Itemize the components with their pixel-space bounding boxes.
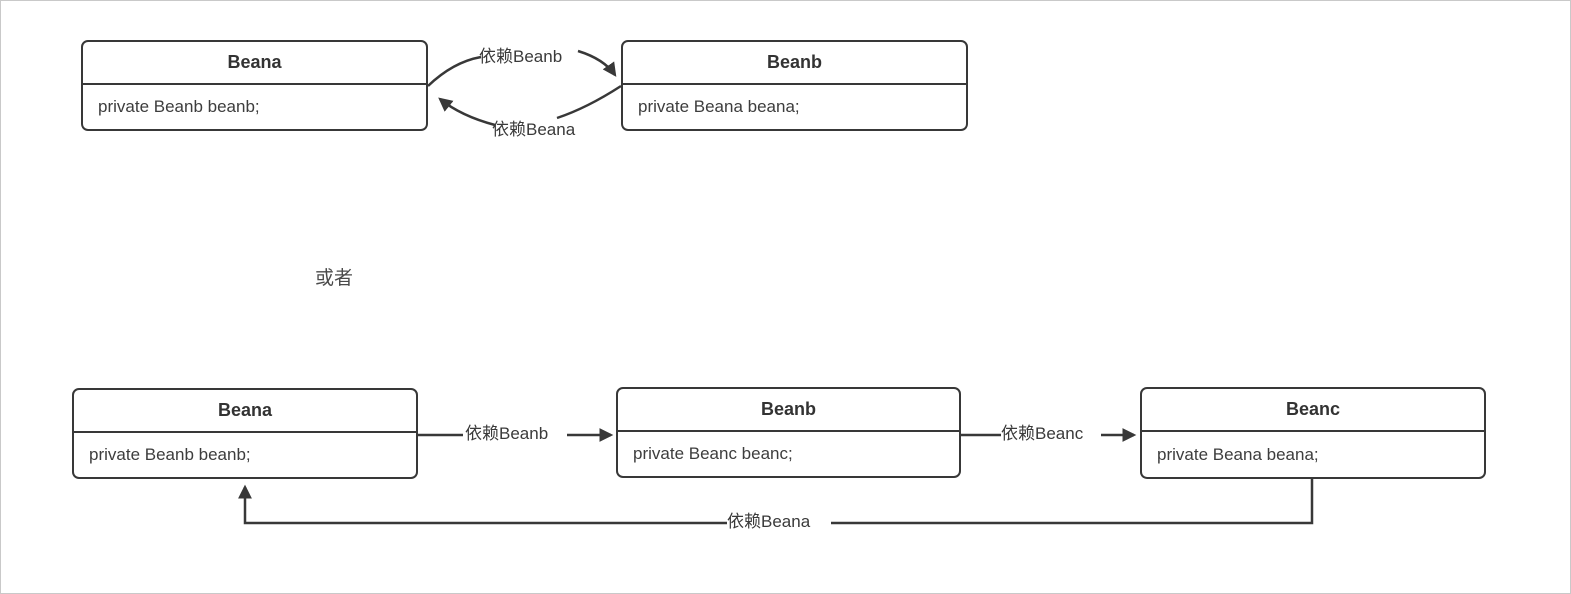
edge-label-depends-beanb-bottom: 依赖Beanb bbox=[465, 424, 549, 443]
class-box-beanb-top: Beanb private Beana beana; bbox=[621, 40, 968, 131]
top-arrow-a-to-b-segment2 bbox=[577, 49, 617, 77]
top-arrow-b-to-a-segment1 bbox=[556, 84, 622, 120]
class-field: private Beana beana; bbox=[1157, 444, 1319, 464]
class-box-beanb-bottom: Beanb private Beanc beanc; bbox=[616, 387, 961, 478]
edge-label-depends-beana-top: 依赖Beana bbox=[492, 120, 576, 139]
separator-or-label: 或者 bbox=[315, 268, 354, 289]
bottom-arrow-c-to-a-segment1 bbox=[831, 479, 1314, 525]
class-field: private Beanc beanc; bbox=[633, 444, 793, 463]
class-field: private Beanb beanb; bbox=[89, 445, 251, 464]
class-box-beana-top: Beana private Beanb beanb; bbox=[81, 40, 428, 131]
class-title: Beanb bbox=[618, 389, 959, 432]
top-arrow-b-to-a-segment2 bbox=[438, 97, 496, 127]
class-box-beanc-bottom: Beanc private Beana beana; bbox=[1140, 387, 1486, 479]
bottom-arrow-c-to-a-segment2 bbox=[238, 484, 727, 525]
edge-label-depends-beanc-bottom: 依赖Beanc bbox=[1001, 424, 1084, 443]
class-title: Beana bbox=[83, 42, 426, 85]
class-field: private Beanb beanb; bbox=[98, 97, 260, 116]
class-box-beana-bottom: Beana private Beanb beanb; bbox=[72, 388, 418, 479]
class-field: private Beana beana; bbox=[638, 97, 800, 116]
edge-label-depends-beana-bottom: 依赖Beana bbox=[727, 512, 811, 531]
top-arrow-a-to-b-segment1 bbox=[427, 55, 482, 87]
edge-label-depends-beanb-top: 依赖Beanb bbox=[479, 47, 563, 66]
class-title: Beana bbox=[74, 390, 416, 433]
class-title: Beanc bbox=[1142, 389, 1484, 432]
class-title: Beanb bbox=[623, 42, 966, 85]
